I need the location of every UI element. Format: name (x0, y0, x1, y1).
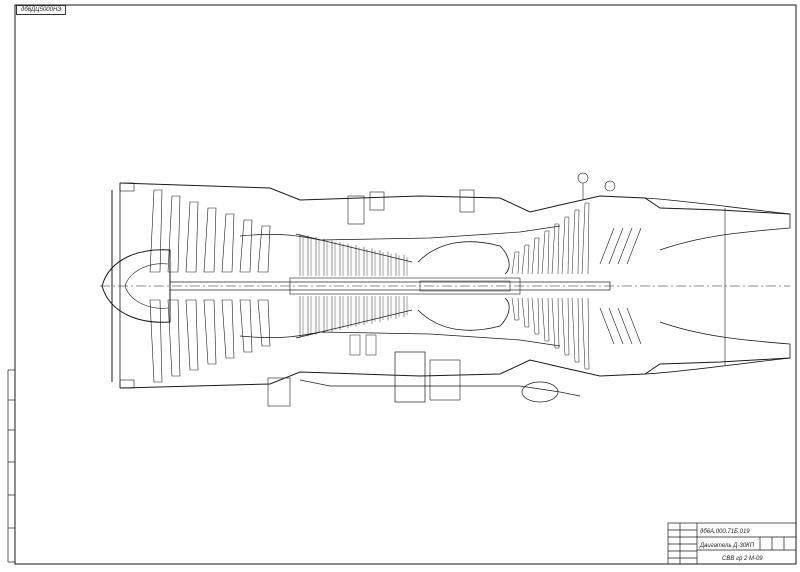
mixer-lobe-bottom-1 (608, 307, 624, 345)
turbine-blade-bottom-5 (561, 297, 570, 356)
turbine-blade-bottom-2 (531, 297, 540, 335)
mixer-lobe-bottom-3 (626, 307, 642, 345)
turbine-blade-bottom-1 (521, 297, 530, 328)
turbine-blade-top-2 (531, 237, 540, 275)
turbine-blade-top-6 (571, 209, 580, 275)
turbine-blade-top-0 (511, 251, 520, 275)
mixer-lobe-top-3 (626, 227, 642, 265)
accessory-gearbox (394, 351, 426, 403)
fan-blade-bottom-2 (185, 299, 199, 371)
exhaust-nozzle-bottom (644, 321, 791, 375)
spinner-detail-top (124, 263, 169, 287)
bypass-splitter-bottom (239, 331, 561, 347)
document-title: Двигатель Д-30КП (700, 543, 755, 549)
turbine-blade-bottom-4 (551, 297, 560, 349)
sheet-frame (14, 4, 797, 565)
inlet-lug-top (119, 182, 135, 192)
corner-label: дб6ДЦ5000НЭ (16, 5, 67, 15)
low-pressure-shaft (169, 281, 611, 291)
fan-blade-top-1 (167, 195, 181, 273)
mixer-lobe-bottom-2 (617, 307, 633, 345)
combustor-bottom (417, 297, 510, 331)
starter-unit (521, 381, 559, 403)
bypass-splitter-top (239, 225, 561, 241)
bleed-pipe (347, 195, 365, 225)
fan-blade-top-4 (221, 213, 235, 273)
binding-strip (7, 369, 15, 563)
fan-blade-top-2 (185, 201, 199, 273)
oil-unit (267, 377, 291, 407)
turbine-blade-bottom-0 (511, 297, 520, 321)
turbine-blade-top-3 (541, 230, 550, 275)
combustor-top (417, 241, 510, 275)
hpc-outer-top (295, 233, 413, 263)
top-sensor (577, 172, 589, 184)
turbine-blade-bottom-7 (581, 297, 590, 370)
fan-blade-bottom-1 (167, 299, 181, 377)
hpc-outer-bottom (295, 309, 413, 339)
accessory-gearbox-line (299, 379, 581, 397)
fan-blade-bottom-3 (203, 299, 217, 365)
fan-blade-top-0 (149, 189, 163, 273)
outer-casing-bottom (119, 357, 791, 389)
turbine-blade-top-5 (561, 216, 570, 275)
drain-valve-2 (365, 334, 377, 356)
turbine-blade-top-4 (551, 223, 560, 275)
outer-casing-top (119, 182, 791, 215)
fan-blade-top-3 (203, 207, 217, 273)
mixer-lobe-top-2 (617, 227, 633, 265)
high-pressure-shaft (289, 277, 521, 295)
fan-blade-top-5 (239, 219, 253, 273)
document-number: дб6А.000.71Б.019 (700, 529, 750, 535)
mixer-lobe-top-0 (599, 227, 615, 265)
turbine-blade-top-1 (521, 244, 530, 275)
mixer-lobe-bottom-0 (599, 307, 615, 345)
fan-blade-bottom-4 (221, 299, 235, 359)
fan-blade-bottom-6 (257, 299, 271, 347)
top-sensor-2 (604, 180, 616, 192)
fan-blade-top-6 (257, 225, 271, 273)
shaft-coupling (419, 280, 511, 292)
mixer-lobe-top-1 (608, 227, 624, 265)
drain-valve-1 (349, 334, 361, 356)
document-organization: СВВ гр 2 М-09 (722, 556, 763, 562)
turbine-blade-bottom-6 (571, 297, 580, 363)
turbine-blade-bottom-3 (541, 297, 550, 342)
fuel-pump (429, 359, 461, 401)
spinner-detail-bottom (124, 285, 169, 309)
exhaust-nozzle-top (644, 197, 791, 251)
fan-blade-bottom-0 (149, 299, 163, 383)
inlet-lug-bottom (119, 379, 135, 389)
top-fitting-2 (459, 189, 475, 213)
turbine-blade-top-7 (581, 202, 590, 275)
engine-assembly (100, 172, 791, 407)
fan-blade-bottom-5 (239, 299, 253, 353)
title-block (667, 522, 797, 565)
top-fitting-1 (369, 191, 385, 211)
